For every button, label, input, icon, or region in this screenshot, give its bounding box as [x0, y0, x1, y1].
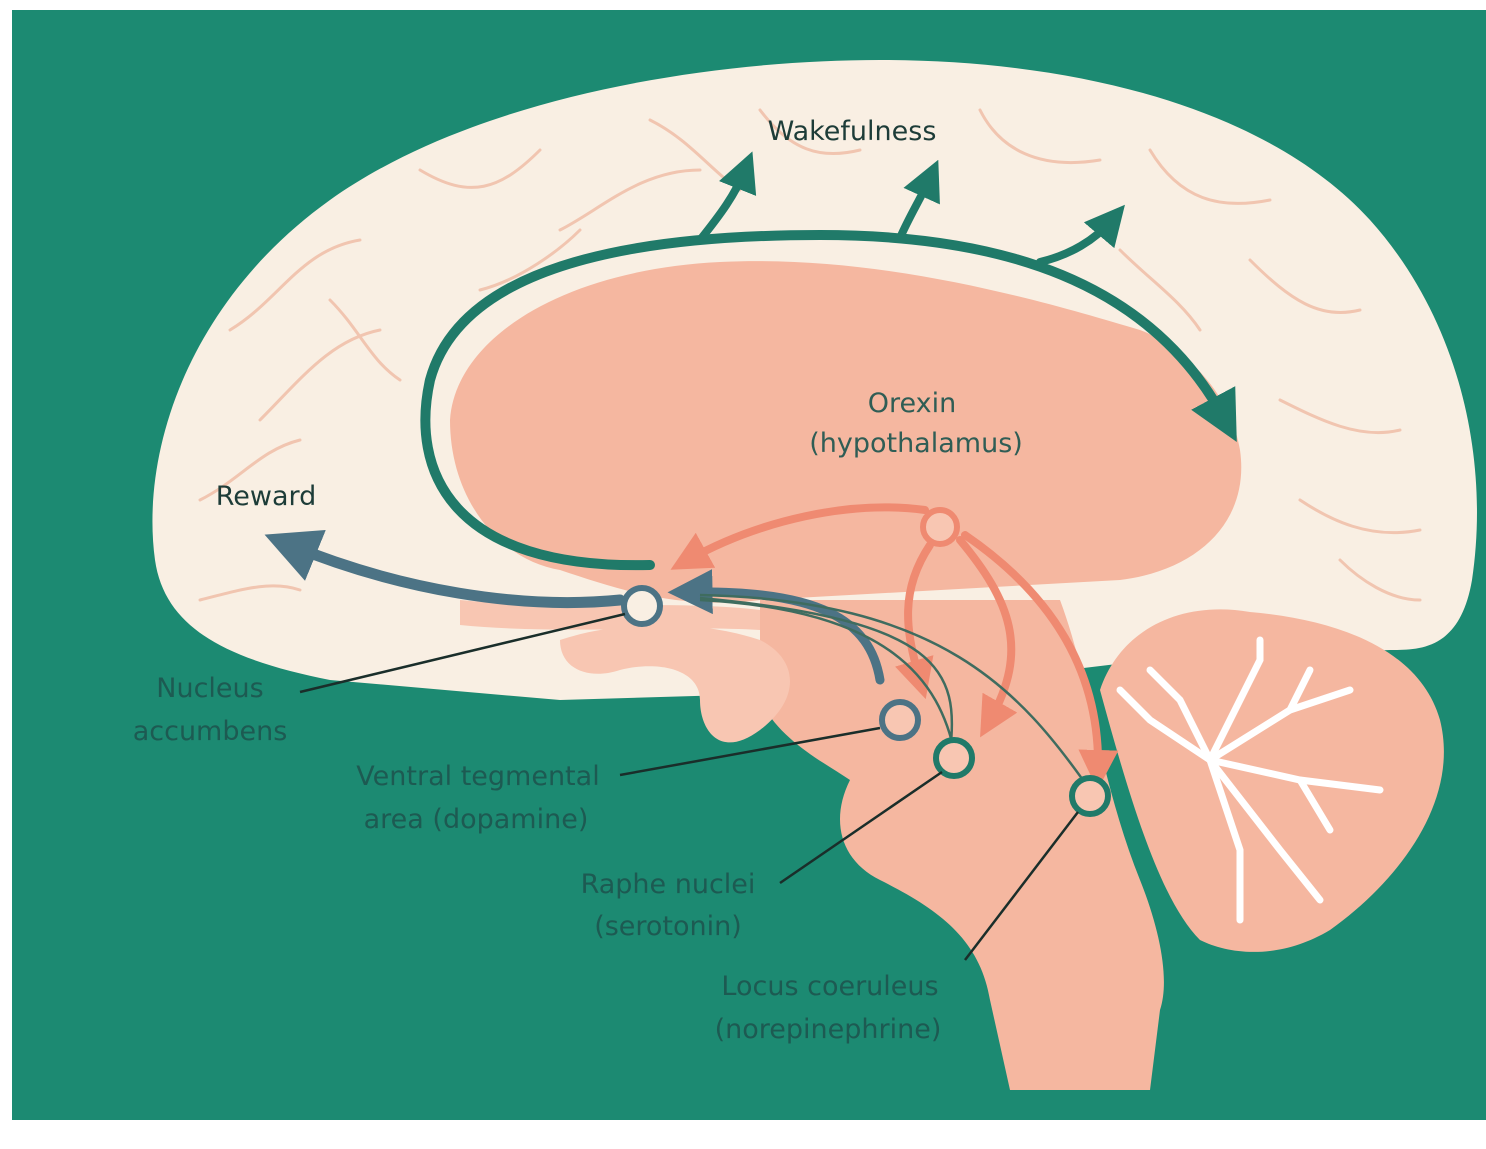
- label-orexin-line2: (hypothalamus): [809, 428, 1023, 459]
- vta-marker: [882, 702, 918, 738]
- locus-coeruleus-marker: [1072, 778, 1108, 814]
- label-locus-line1: Locus coeruleus: [721, 971, 938, 1002]
- label-orexin-line1: Orexin: [868, 388, 957, 419]
- label-reward: Reward: [216, 481, 317, 512]
- label-nucleus-line2: accumbens: [133, 716, 288, 747]
- nucleus-accumbens-marker: [624, 588, 660, 624]
- label-locus-line2: (norepinephrine): [715, 1014, 942, 1045]
- label-raphe-line2: (serotonin): [594, 911, 742, 942]
- orexin-nucleus-marker: [923, 510, 957, 544]
- label-vta-line1: Ventral tegmental: [356, 761, 599, 792]
- label-nucleus-line1: Nucleus: [156, 673, 263, 704]
- label-wakefulness: Wakefulness: [768, 116, 937, 147]
- raphe-marker: [936, 740, 972, 776]
- label-raphe-line1: Raphe nuclei: [581, 869, 756, 900]
- label-vta-line2: area (dopamine): [364, 804, 589, 835]
